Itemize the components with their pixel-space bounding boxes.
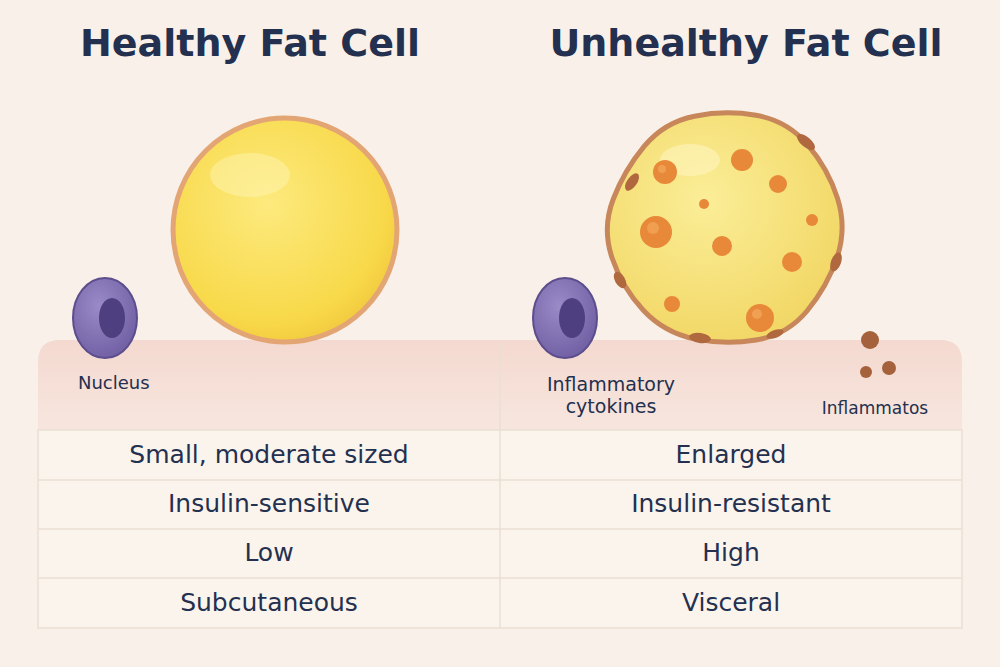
table-cell: Insulin-sensitive (38, 481, 500, 528)
part-label: Inflammatory cytokines (528, 372, 694, 420)
droplet-highlights (647, 165, 762, 319)
part-label: Inflammatos (800, 396, 950, 422)
table-cell: Visceral (500, 579, 962, 627)
column-title: Healthy Fat Cell (0, 14, 500, 74)
nucleus-core (559, 298, 585, 338)
column-title: Unhealthy Fat Cell (496, 14, 996, 74)
table-cell: Enlarged (500, 431, 962, 479)
table-cell: Insulin-resistant (500, 481, 962, 528)
nucleus-core (99, 298, 125, 338)
table-cell: Low (38, 530, 500, 577)
nucleus-symbol (533, 278, 597, 358)
column-divider (499, 340, 501, 628)
cytokine-dots (860, 331, 896, 378)
membrane-spots (611, 131, 844, 344)
part-label: Nucleus (78, 373, 198, 399)
cell-highlight (210, 153, 290, 197)
table-cell: Small, moderate sized (38, 431, 500, 479)
unhealthy-fat-cell (607, 113, 842, 342)
nucleus-symbol (73, 278, 137, 358)
lipid-droplets (640, 149, 818, 332)
table-cell: Subcutaneous (38, 579, 500, 627)
healthy-fat-cell (173, 118, 397, 342)
table-cell: High (500, 530, 962, 577)
